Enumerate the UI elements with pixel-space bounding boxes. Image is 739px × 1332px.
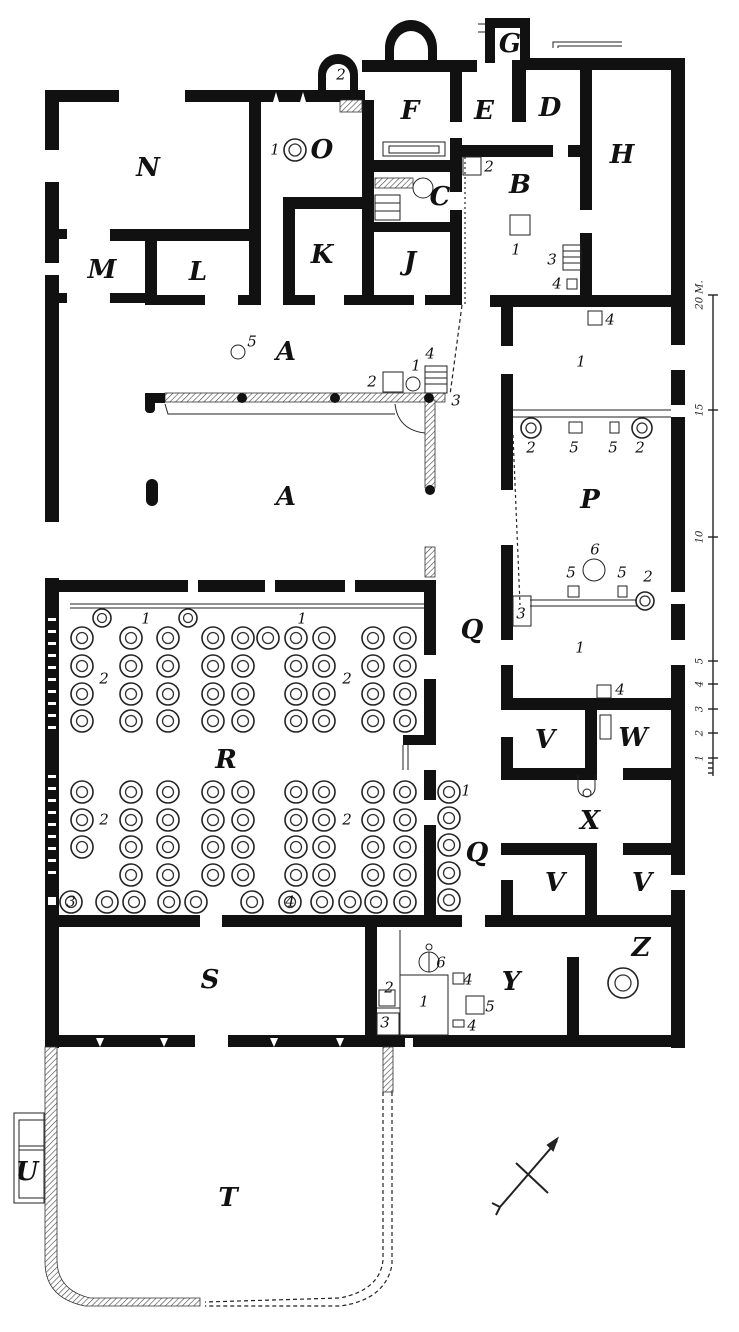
fixture-number: 2: [342, 810, 352, 829]
fixture-number: 2: [484, 157, 494, 176]
room-label-s: S: [200, 965, 220, 995]
fixture-number: 4: [463, 970, 473, 989]
columns: [145, 393, 435, 506]
room-label-w: W: [618, 723, 648, 753]
room-label-j: J: [403, 247, 417, 277]
fixture-number: 3: [66, 892, 76, 911]
scale-bar: [708, 294, 718, 776]
fixture-number: 6: [436, 953, 446, 972]
room-label-r: R: [215, 745, 237, 775]
room-label-a2: A: [275, 482, 297, 512]
room-label-y: Y: [501, 967, 521, 997]
room-label-m: M: [87, 255, 117, 285]
room-label-b: B: [509, 170, 531, 200]
fixture-number: 4: [605, 310, 615, 329]
fixture-number: 4: [285, 892, 295, 911]
room-label-t: T: [218, 1183, 238, 1213]
room-label-l: L: [188, 257, 208, 287]
light-slits: [96, 92, 344, 1047]
fixture-number: 5: [617, 563, 627, 582]
scale-tick-label: 15: [694, 403, 706, 417]
fixture-number: 3: [451, 391, 461, 410]
room-label-v1: V: [534, 725, 556, 755]
fixture-number: 3: [516, 604, 526, 623]
room-label-n: N: [136, 153, 160, 183]
fixture-number: 1: [411, 356, 421, 375]
north-arrow-icon: [491, 1136, 559, 1216]
apse-o2: [326, 64, 350, 88]
scale-tick-label: 10: [694, 530, 706, 544]
room-label-g: G: [498, 29, 522, 59]
room-label-q: Q: [460, 615, 484, 645]
fixture-number: 2: [336, 65, 346, 84]
fixture-number: 2: [342, 669, 352, 688]
room-label-z: Z: [631, 933, 651, 963]
scale-tick-label: 20 M.: [694, 280, 706, 310]
fixture-number: 2: [635, 438, 645, 457]
fixture-number: 3: [380, 1013, 390, 1032]
scale-tick-label: 2: [694, 729, 706, 737]
fixture-number: 1: [141, 609, 151, 628]
room-label-q2: Q: [465, 838, 489, 868]
scale-tick-label: 1: [694, 754, 706, 762]
fixture-number: 5: [608, 438, 618, 457]
room-label-h: H: [609, 140, 635, 170]
hatched-wall-t: [44, 1046, 201, 1307]
fixture-number: 1: [576, 352, 586, 371]
fixture-number: 2: [526, 438, 536, 457]
fixture-number: 2: [99, 669, 109, 688]
room-label-p: P: [580, 485, 600, 515]
room-label-u: U: [15, 1157, 39, 1187]
room-label-o: O: [310, 135, 334, 165]
fixture-number: 4: [552, 274, 562, 293]
room-label-v2: V: [544, 868, 566, 898]
fixture-number: 4: [467, 1016, 477, 1035]
room-label-d: D: [538, 93, 562, 123]
fixture-number: 6: [590, 540, 600, 559]
fixture-number: 3: [547, 250, 557, 269]
scale-tick-label: 5: [694, 657, 706, 665]
fixture-number: 5: [247, 332, 257, 351]
fixture-number: 1: [575, 638, 585, 657]
room-label-e: E: [474, 96, 494, 126]
fixture-number: 1: [297, 609, 307, 628]
room-label-f: F: [400, 96, 420, 126]
fixture-number: 1: [511, 240, 521, 259]
room-label-x: X: [579, 806, 601, 836]
fixture-number: 2: [384, 978, 394, 997]
fixture-number: 2: [367, 372, 377, 391]
stairs-a4: [424, 365, 448, 394]
hatched-wall: [424, 546, 436, 578]
walls: [45, 18, 685, 1048]
hatched-wall: [339, 99, 363, 113]
window-openings: [45, 90, 685, 1047]
fixture-number: 1: [461, 781, 471, 800]
fixture-number: 5: [566, 563, 576, 582]
room-label-a: A: [275, 337, 297, 367]
fixture-number: 5: [569, 438, 579, 457]
fixture-number: 2: [643, 567, 653, 586]
room-label-k: K: [310, 240, 334, 270]
fixture-number: 1: [270, 140, 280, 159]
fixture-number: 4: [615, 680, 625, 699]
scale-tick-label: 4: [694, 680, 706, 688]
hatched-wall: [382, 1046, 394, 1093]
fixture-number: 1: [419, 992, 429, 1011]
room-label-v3: V: [631, 868, 653, 898]
room-label-c: C: [429, 182, 451, 212]
wall-slots: [48, 618, 56, 905]
scale-tick-label: 3: [694, 705, 706, 713]
fixture-number: 4: [425, 344, 435, 363]
fixture-number: 5: [485, 997, 495, 1016]
fixture-number: 2: [99, 810, 109, 829]
